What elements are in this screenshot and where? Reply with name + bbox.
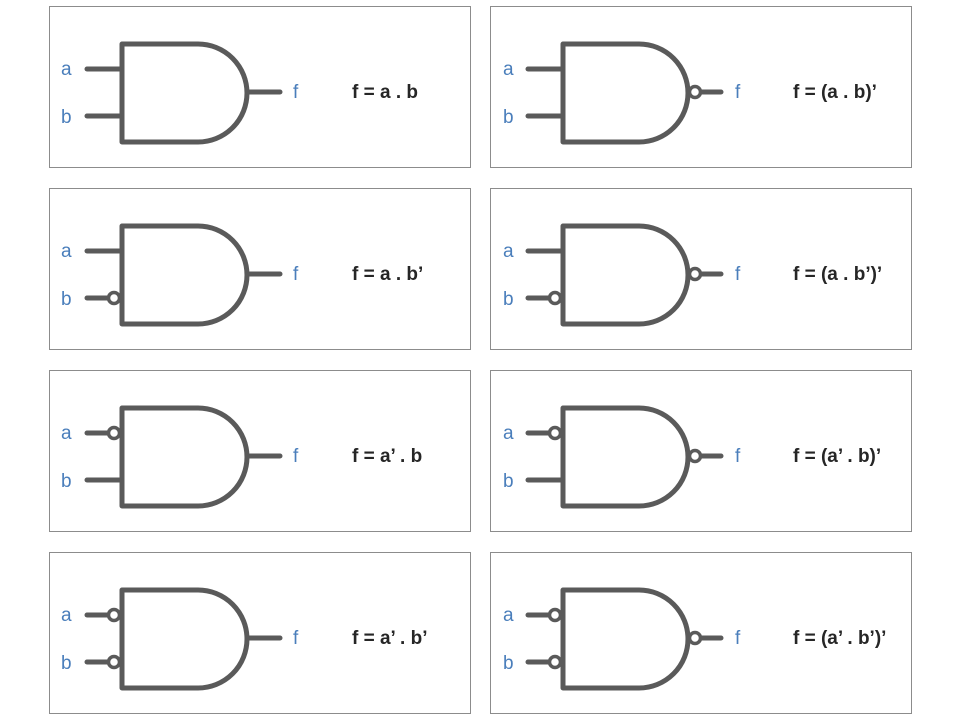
gate-body [560, 41, 691, 145]
nand-gate-symbol [525, 41, 724, 145]
gate-expression: f = a . b [352, 82, 418, 103]
input-b-label: b [503, 471, 514, 492]
gate-panel-and: a b f f = a . b [49, 6, 471, 168]
output-f-label: f [293, 264, 299, 285]
output-inverter-bubble [687, 84, 703, 100]
output-f-label: f [293, 82, 299, 103]
and-gate-inverted-a-symbol [84, 405, 283, 509]
gate-expression: f = (a’ . b’)’ [793, 628, 887, 649]
and-gate-inverted-ab-symbol [84, 587, 283, 691]
input-b-inverter-bubble [106, 654, 122, 670]
nand-gate-inverted-b-symbol [525, 223, 724, 327]
input-a-label: a [61, 59, 72, 80]
gate-body [119, 405, 250, 509]
output-f-label: f [735, 264, 741, 285]
gate-expression: f = a . b’ [352, 264, 424, 285]
gate-expression: f = (a . b’)’ [793, 264, 883, 285]
gate-panel-and-not-a-not-b: a b f f = a’ . b’ [49, 552, 471, 714]
input-a-label: a [61, 241, 72, 262]
gate-panel-and-not-a: a b f f = a’ . b [49, 370, 471, 532]
and-gate-inverted-b-symbol [84, 223, 283, 327]
output-inverter-bubble [687, 448, 703, 464]
gate-body [119, 41, 250, 145]
gate-expression: f = a’ . b’ [352, 628, 428, 649]
input-a-inverter-bubble [106, 425, 122, 441]
input-b-label: b [503, 289, 514, 310]
output-f-label: f [735, 446, 741, 467]
input-b-label: b [503, 653, 514, 674]
gate-panel-nand: a b f f = (a . b)’ [490, 6, 912, 168]
input-b-label: b [61, 107, 72, 128]
and-gate-symbol [84, 41, 283, 145]
gate-body [119, 587, 250, 691]
input-a-label: a [61, 605, 72, 626]
output-f-label: f [735, 628, 741, 649]
output-f-label: f [293, 446, 299, 467]
gate-expression: f = a’ . b [352, 446, 423, 467]
gate-body [119, 223, 250, 327]
input-a-label: a [503, 605, 514, 626]
input-a-label: a [503, 59, 514, 80]
input-b-label: b [61, 653, 72, 674]
input-a-label: a [503, 423, 514, 444]
output-f-label: f [735, 82, 741, 103]
input-b-label: b [503, 107, 514, 128]
nand-gate-inverted-ab-symbol [525, 587, 724, 691]
gate-panel-nand-not-b: a b f f = (a . b’)’ [490, 188, 912, 350]
output-inverter-bubble [687, 266, 703, 282]
input-a-label: a [503, 241, 514, 262]
gate-panel-and-not-b: a b f f = a . b’ [49, 188, 471, 350]
gate-body [560, 587, 691, 691]
input-b-inverter-bubble [547, 290, 563, 306]
gate-body [560, 405, 691, 509]
input-a-inverter-bubble [547, 607, 563, 623]
gate-expression: f = (a . b)’ [793, 82, 877, 103]
gate-panel-nand-not-a: a b f f = (a’ . b)’ [490, 370, 912, 532]
input-b-label: b [61, 289, 72, 310]
input-a-inverter-bubble [106, 607, 122, 623]
gate-panel-nand-not-a-not-b: a b f f = (a’ . b’)’ [490, 552, 912, 714]
nand-gate-inverted-a-symbol [525, 405, 724, 509]
input-b-inverter-bubble [106, 290, 122, 306]
input-b-inverter-bubble [547, 654, 563, 670]
gate-expression: f = (a’ . b)’ [793, 446, 882, 467]
gate-body [560, 223, 691, 327]
input-b-label: b [61, 471, 72, 492]
output-f-label: f [293, 628, 299, 649]
input-a-inverter-bubble [547, 425, 563, 441]
output-inverter-bubble [687, 630, 703, 646]
input-a-label: a [61, 423, 72, 444]
